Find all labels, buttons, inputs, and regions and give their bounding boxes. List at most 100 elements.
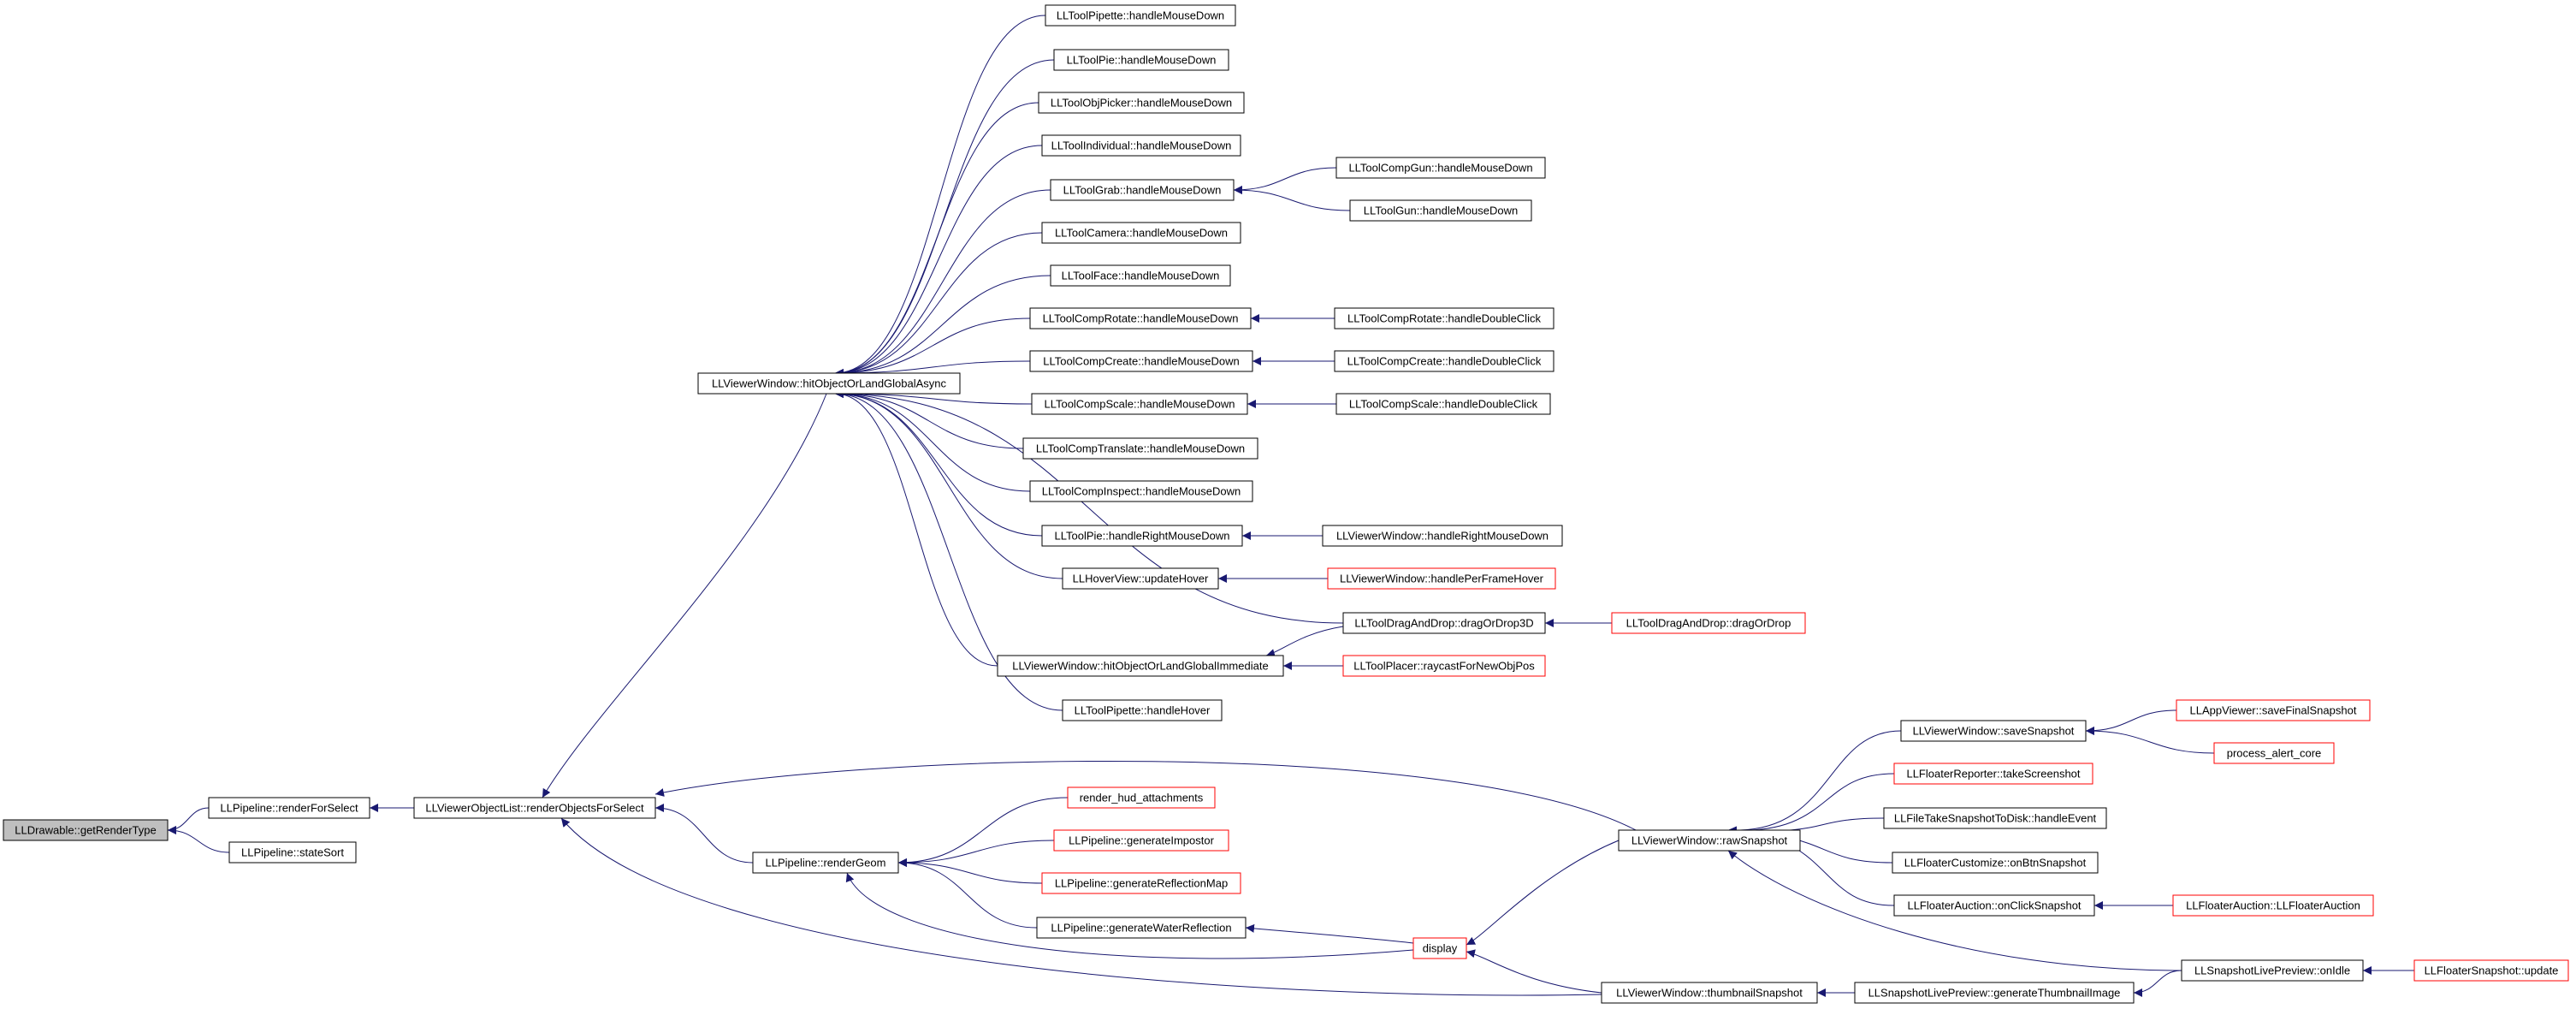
node-n32[interactable]: render_hud_attachments bbox=[1067, 786, 1216, 809]
node-n14[interactable]: LLToolCompCreate::handleMouseDown bbox=[1029, 350, 1253, 372]
edge-n20-to-n4 bbox=[834, 389, 1344, 624]
node-n40[interactable]: LLFloaterReporter::takeScreenshot bbox=[1893, 763, 2093, 785]
node-n0: LLDrawable::getRenderType bbox=[3, 819, 169, 841]
edge-n14-to-n4 bbox=[834, 360, 1031, 377]
node-label: LLViewerObjectList::renderObjectsForSele… bbox=[425, 802, 644, 815]
node-n2[interactable]: LLPipeline::stateSort bbox=[228, 841, 357, 864]
node-box bbox=[1029, 480, 1253, 502]
node-label: LLDrawable::getRenderType bbox=[15, 824, 157, 837]
node-n47[interactable]: process_alert_core bbox=[2213, 742, 2335, 764]
node-n7[interactable]: LLToolPie::handleMouseDown bbox=[1053, 49, 1229, 71]
node-n30[interactable]: LLToolDragAndDrop::dragOrDrop bbox=[1611, 612, 1806, 634]
node-n11[interactable]: LLToolCamera::handleMouseDown bbox=[1041, 222, 1241, 244]
node-n38[interactable]: LLViewerWindow::thumbnailSnapshot bbox=[1601, 982, 1818, 1004]
node-label: LLToolGun::handleMouseDown bbox=[1364, 205, 1518, 217]
node-n22[interactable]: LLToolPipette::handleHover bbox=[1062, 699, 1223, 721]
node-n18[interactable]: LLToolPie::handleRightMouseDown bbox=[1041, 525, 1243, 547]
node-box bbox=[1334, 307, 1554, 329]
edge-n6-to-n4 bbox=[834, 15, 1046, 377]
node-n20[interactable]: LLToolDragAndDrop::dragOrDrop3D bbox=[1342, 612, 1546, 634]
node-label: render_hud_attachments bbox=[1080, 792, 1204, 804]
node-n44[interactable]: LLSnapshotLivePreview::onIdle bbox=[2181, 959, 2364, 982]
node-n49[interactable]: LLFloaterSnapshot::update bbox=[2413, 959, 2569, 982]
node-n8[interactable]: LLToolObjPicker::handleMouseDown bbox=[1038, 92, 1245, 114]
node-n3[interactable]: LLViewerObjectList::renderObjectsForSele… bbox=[413, 797, 656, 819]
node-box bbox=[1335, 157, 1546, 179]
edge-n47-to-n39 bbox=[2085, 727, 2215, 754]
node-n17[interactable]: LLToolCompInspect::handleMouseDown bbox=[1029, 480, 1253, 502]
node-label: LLToolDragAndDrop::dragOrDrop bbox=[1626, 617, 1791, 630]
node-box bbox=[1062, 699, 1223, 721]
node-n35[interactable]: LLPipeline::generateWaterReflection bbox=[1036, 917, 1247, 939]
node-n16[interactable]: LLToolCompTranslate::handleMouseDown bbox=[1022, 437, 1258, 460]
node-n13[interactable]: LLToolCompRotate::handleMouseDown bbox=[1029, 307, 1252, 329]
node-label: LLToolCompCreate::handleMouseDown bbox=[1043, 355, 1240, 368]
node-label: LLToolCompRotate::handleMouseDown bbox=[1043, 312, 1239, 325]
node-n29[interactable]: LLViewerWindow::handlePerFrameHover bbox=[1327, 567, 1556, 590]
node-label: LLToolCompInspect::handleMouseDown bbox=[1042, 485, 1241, 498]
node-label: LLToolCompTranslate::handleMouseDown bbox=[1036, 442, 1245, 455]
edge-n36-to-n35 bbox=[1245, 923, 1414, 944]
node-n31[interactable]: LLToolPlacer::raycastForNewObjPos bbox=[1342, 655, 1546, 677]
node-n24[interactable]: LLToolGun::handleMouseDown bbox=[1349, 199, 1532, 222]
node-box bbox=[208, 797, 370, 819]
node-label: LLFloaterCustomize::onBtnSnapshot bbox=[1904, 857, 2087, 870]
node-n25[interactable]: LLToolCompRotate::handleDoubleClick bbox=[1334, 307, 1554, 329]
node-n48[interactable]: LLFloaterAuction::LLFloaterAuction bbox=[2172, 894, 2374, 917]
node-box bbox=[1045, 4, 1236, 27]
node-n42[interactable]: LLFloaterCustomize::onBtnSnapshot bbox=[1892, 852, 2099, 874]
node-box bbox=[1062, 567, 1219, 590]
node-label: LLPipeline::generateWaterReflection bbox=[1051, 922, 1231, 935]
node-n4[interactable]: LLViewerWindow::hitObjectOrLandGlobalAsy… bbox=[697, 372, 961, 395]
node-n37[interactable]: LLViewerWindow::rawSnapshot bbox=[1618, 829, 1801, 852]
node-n28[interactable]: LLViewerWindow::handleRightMouseDown bbox=[1322, 525, 1563, 547]
node-n21[interactable]: LLViewerWindow::hitObjectOrLandGlobalImm… bbox=[997, 655, 1284, 677]
node-box bbox=[1050, 179, 1235, 201]
node-label: LLToolPipette::handleMouseDown bbox=[1057, 9, 1224, 22]
node-label: LLPipeline::renderGeom bbox=[766, 857, 886, 870]
node-n19[interactable]: LLHoverView::updateHover bbox=[1062, 567, 1219, 590]
edge-n36-to-n5 bbox=[845, 872, 1414, 959]
node-n6[interactable]: LLToolPipette::handleMouseDown bbox=[1045, 4, 1236, 27]
node-n43[interactable]: LLFloaterAuction::onClickSnapshot bbox=[1893, 894, 2095, 917]
edge-n13-to-n4 bbox=[834, 318, 1031, 377]
node-n15[interactable]: LLToolCompScale::handleMouseDown bbox=[1031, 393, 1248, 415]
edges-layer bbox=[167, 15, 2414, 997]
node-label: LLSnapshotLivePreview::onIdle bbox=[2194, 964, 2350, 977]
node-n10[interactable]: LLToolGrab::handleMouseDown bbox=[1050, 179, 1235, 201]
node-box bbox=[1601, 982, 1818, 1004]
node-label: LLToolObjPicker::handleMouseDown bbox=[1051, 97, 1232, 110]
node-box bbox=[228, 841, 357, 864]
node-box bbox=[1041, 134, 1241, 157]
node-n33[interactable]: LLPipeline::generateImpostor bbox=[1053, 829, 1229, 852]
node-label: LLFloaterAuction::onClickSnapshot bbox=[1907, 899, 2081, 912]
node-label: LLFileTakeSnapshotToDisk::handleEvent bbox=[1894, 812, 2097, 825]
node-n39[interactable]: LLViewerWindow::saveSnapshot bbox=[1900, 720, 2087, 742]
edge-n39-to-n37 bbox=[1727, 730, 1902, 835]
node-label: LLToolCompCreate::handleDoubleClick bbox=[1347, 355, 1542, 368]
edge-n20-to-n21 bbox=[1265, 626, 1344, 657]
node-n26[interactable]: LLToolCompCreate::handleDoubleClick bbox=[1334, 350, 1554, 372]
node-n41[interactable]: LLFileTakeSnapshotToDisk::handleEvent bbox=[1883, 807, 2107, 829]
node-n23[interactable]: LLToolCompGun::handleMouseDown bbox=[1335, 157, 1546, 179]
node-box bbox=[1611, 612, 1806, 634]
edge-n21-to-n4 bbox=[834, 389, 998, 667]
node-box bbox=[1412, 937, 1467, 959]
node-box bbox=[1883, 807, 2107, 829]
edge-n4-to-n3 bbox=[542, 393, 827, 798]
node-n5[interactable]: LLPipeline::renderGeom bbox=[752, 852, 899, 874]
node-box bbox=[1342, 655, 1546, 677]
node-n12[interactable]: LLToolFace::handleMouseDown bbox=[1050, 264, 1231, 287]
node-label: LLAppViewer::saveFinalSnapshot bbox=[2190, 704, 2357, 717]
node-n34[interactable]: LLPipeline::generateReflectionMap bbox=[1041, 872, 1241, 894]
node-n45[interactable]: LLSnapshotLivePreview::generateThumbnail… bbox=[1854, 982, 2135, 1004]
node-label: LLPipeline::generateReflectionMap bbox=[1055, 877, 1228, 890]
node-label: LLViewerWindow::handlePerFrameHover bbox=[1340, 573, 1544, 585]
node-n36[interactable]: display bbox=[1412, 937, 1467, 959]
node-n1[interactable]: LLPipeline::renderForSelect bbox=[208, 797, 370, 819]
node-label: LLPipeline::generateImpostor bbox=[1069, 834, 1215, 847]
nodes-layer: LLDrawable::getRenderTypeLLPipeline::ren… bbox=[3, 4, 2569, 1004]
node-n46[interactable]: LLAppViewer::saveFinalSnapshot bbox=[2176, 699, 2371, 721]
node-n27[interactable]: LLToolCompScale::handleDoubleClick bbox=[1335, 393, 1551, 415]
node-n9[interactable]: LLToolIndividual::handleMouseDown bbox=[1041, 134, 1241, 157]
